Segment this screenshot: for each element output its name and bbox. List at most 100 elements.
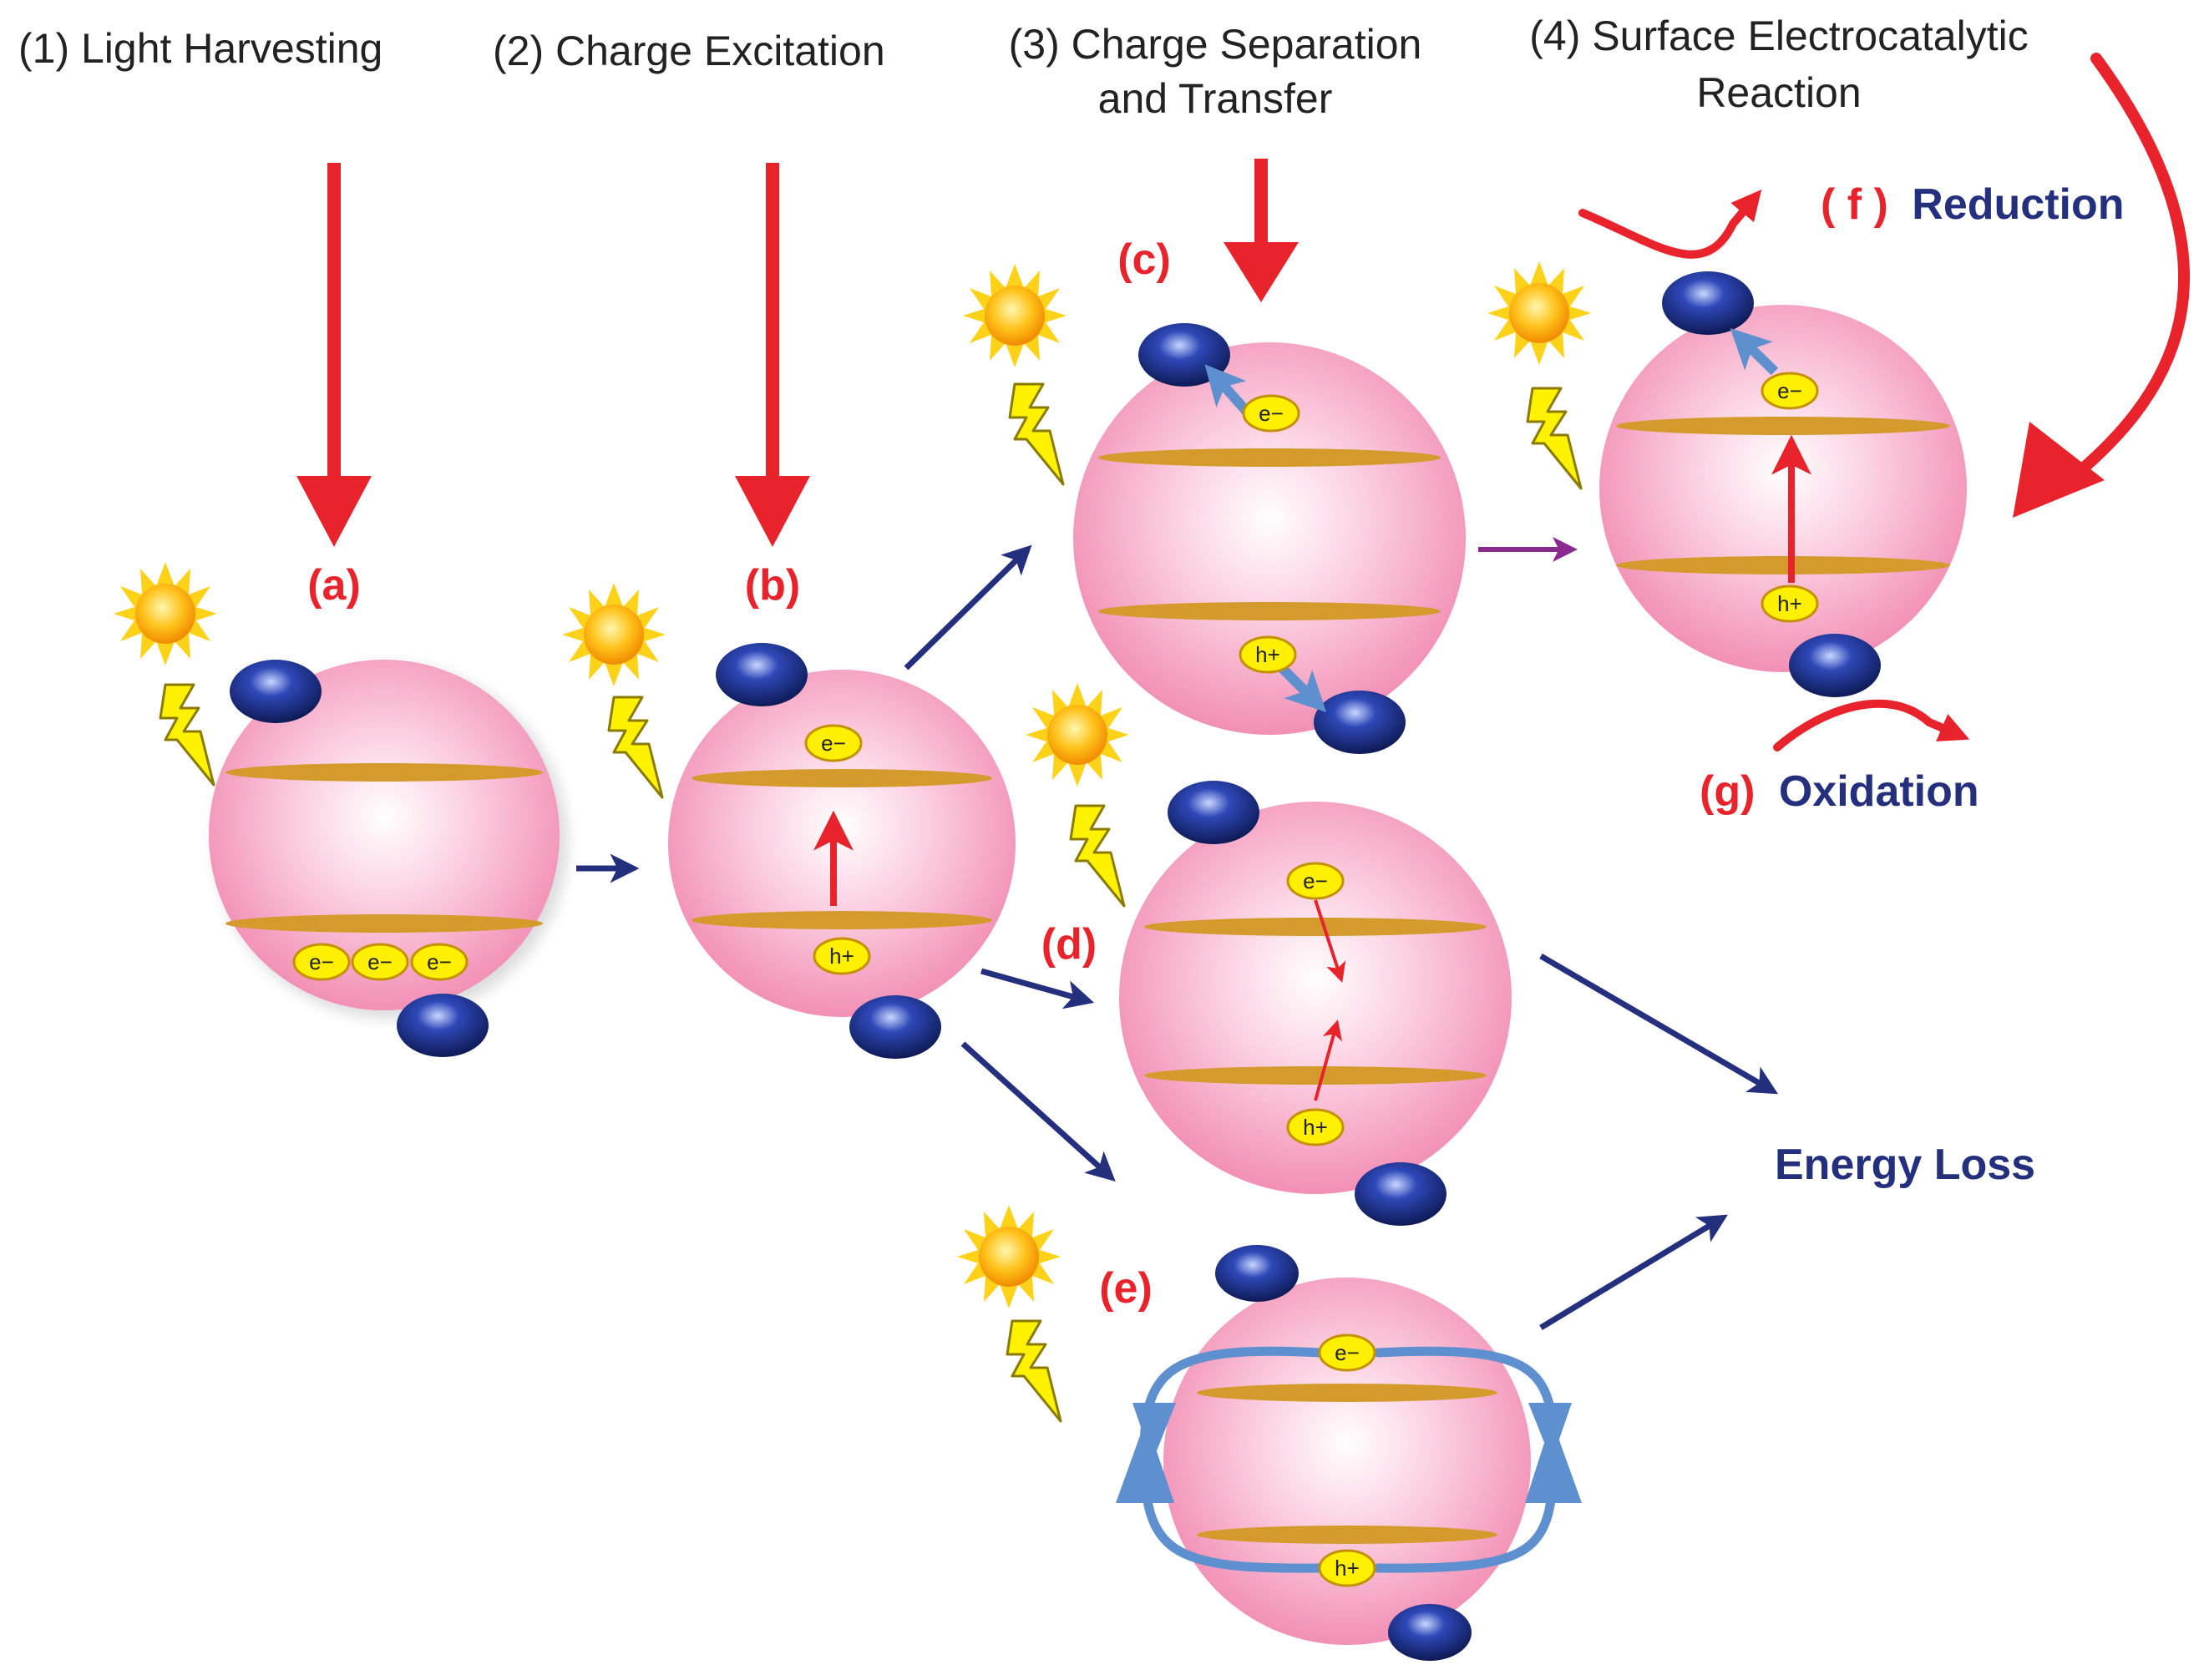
semiconductor-sphere (1163, 1278, 1531, 1645)
stage-d: e− h+ (d) (1026, 683, 1512, 1226)
stage-b: e− h+ (b) (562, 561, 1016, 1059)
reduction-label: ( f ) Reduction (1821, 180, 2125, 229)
cocatalyst-particle-icon (397, 994, 489, 1057)
arrow-d-to-energy-loss (1539, 953, 1779, 1095)
valence-band (1197, 1526, 1497, 1544)
lightning-icon (1006, 1319, 1062, 1423)
electron-carrier: e− (1286, 862, 1345, 900)
lightning-icon (1526, 387, 1583, 490)
electron-carrier: e− (1761, 372, 1819, 410)
stage-e: e− h+ (e) (957, 1205, 1582, 1661)
cocatalyst-particle-icon (1662, 271, 1754, 335)
svg-text:h+: h+ (1255, 642, 1280, 667)
cocatalyst-particle-icon (716, 643, 808, 706)
svg-text:e−: e− (309, 949, 334, 974)
stage-a: e− e− e− (a) (114, 561, 568, 1057)
valence-band (225, 914, 543, 933)
arrow-b-to-d (980, 968, 1095, 1010)
oxidation-arrow (1773, 699, 1970, 751)
hole-carrier: h+ (1239, 635, 1297, 674)
svg-text:e−: e− (427, 949, 452, 974)
electron-carrier: e− (1318, 1333, 1376, 1372)
cocatalyst-particle-icon (1215, 1245, 1299, 1302)
cocatalyst-particle-icon (1355, 1162, 1446, 1226)
conduction-band (1197, 1384, 1497, 1402)
stage-label-b: (b) (745, 561, 800, 610)
cocatalyst-particle-icon (1168, 781, 1259, 844)
conduction-band (225, 763, 543, 782)
step-4-curved-arrow (2013, 53, 2191, 518)
stage-f-g: e− h+ ( f ) Reduction (g) Oxidation (1487, 180, 2125, 816)
stage-label-e: (e) (1099, 1264, 1153, 1313)
loop-arrowhead (1528, 1403, 1572, 1461)
semiconductor-sphere (1073, 342, 1466, 735)
svg-text:e−: e− (1777, 378, 1802, 403)
lightning-icon (607, 696, 664, 799)
step-3-arrow (1224, 159, 1299, 302)
sun-icon (114, 562, 217, 665)
electron-carrier: e− (1242, 394, 1300, 433)
step-4-title-line2: Reaction (1696, 69, 1861, 116)
electron-transfer-arrow (1204, 364, 1250, 414)
conduction-band (692, 769, 992, 787)
stage-c: e− h+ (c) (963, 235, 1466, 754)
hole-carrier: h+ (1286, 1108, 1345, 1146)
svg-text:h+: h+ (829, 944, 854, 969)
svg-text:e−: e− (821, 731, 846, 756)
loop-arrowhead (1116, 1419, 1174, 1503)
valence-band (1616, 556, 1950, 574)
step-1-title: (1) Light Harvesting (18, 25, 383, 72)
conduction-band (1616, 417, 1950, 435)
step-1-arrow (296, 163, 372, 547)
cocatalyst-particle-icon (849, 995, 941, 1059)
reduction-arrow (1578, 189, 1762, 259)
step-2-arrow (735, 163, 810, 547)
svg-text:e−: e− (1259, 401, 1284, 426)
oxidation-label: (g) Oxidation (1700, 767, 1979, 816)
svg-text:h+: h+ (1777, 591, 1802, 616)
electron-carrier: e− (351, 943, 409, 981)
hole-carrier: h+ (813, 937, 871, 975)
step-2-title: (2) Charge Excitation (493, 28, 885, 74)
step-4-title-line1: (4) Surface Electrocatalytic (1529, 13, 2028, 59)
electron-transfer-arrow (1730, 327, 1779, 376)
recombination-arrow-hole (1314, 1020, 1343, 1101)
conduction-band (1144, 918, 1487, 936)
stage-label-a: (a) (307, 561, 361, 610)
svg-text:e−: e− (1335, 1340, 1360, 1365)
lightning-icon (1008, 382, 1065, 486)
sun-icon (957, 1205, 1061, 1308)
electron-carrier: e− (292, 943, 351, 981)
lightning-icon (1069, 804, 1126, 908)
conduction-band (1098, 448, 1441, 467)
semiconductor-sphere (1599, 305, 1967, 672)
arrow-b-to-c (904, 544, 1032, 670)
hole-transfer-arrow (1278, 664, 1327, 713)
valence-band (692, 911, 992, 929)
svg-text:e−: e− (367, 949, 393, 974)
valence-band (1098, 602, 1441, 620)
lightning-icon (159, 683, 215, 787)
energy-loss-label: Energy Loss (1775, 1141, 2035, 1189)
semiconductor-sphere (1119, 802, 1512, 1194)
arrow-e-to-energy-loss (1539, 1214, 1728, 1330)
cocatalyst-particle-icon (230, 660, 322, 723)
sun-icon (963, 264, 1067, 367)
cocatalyst-particle-icon (1388, 1604, 1472, 1661)
electron-carrier: e− (804, 724, 863, 762)
loop-arrowhead (1132, 1403, 1176, 1461)
recombination-arrow-electron (1314, 899, 1346, 983)
svg-text:h+: h+ (1335, 1556, 1360, 1581)
svg-text:e−: e− (1303, 868, 1328, 893)
stage-label-d: (d) (1041, 920, 1097, 969)
sun-icon (1487, 261, 1591, 365)
hole-carrier: h+ (1761, 584, 1819, 623)
step-3-title-line1: (3) Charge Separation (1009, 21, 1422, 68)
sun-icon (1026, 683, 1129, 787)
svg-text:h+: h+ (1303, 1115, 1328, 1140)
stage-label-c: (c) (1117, 235, 1171, 284)
sun-icon (562, 583, 666, 686)
loop-arrowhead (1525, 1419, 1582, 1503)
step-3-title-line2: and Transfer (1098, 75, 1333, 122)
